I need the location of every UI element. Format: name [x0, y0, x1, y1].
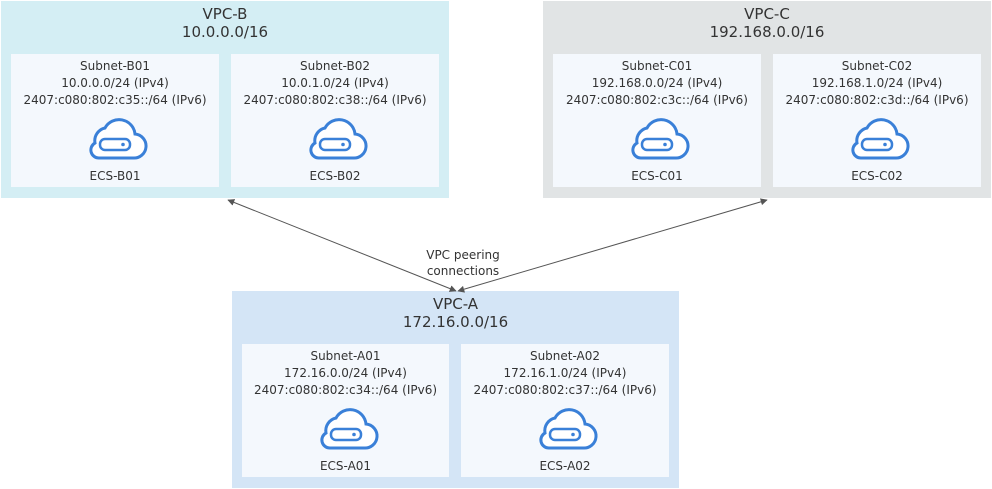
subnet-a02: Subnet-A02 172.16.1.0/24 (IPv4) 2407:c08… [461, 344, 669, 477]
subnet-ipv6: 2407:c080:802:c38::/64 (IPv6) [243, 93, 427, 107]
vpc-a-container: VPC-A 172.16.0.0/16 Subnet-A01 172.16.0.… [232, 291, 679, 488]
subnet-ipv4: 172.16.1.0/24 (IPv4) [503, 366, 627, 380]
ecs-label: ECS-A01 [319, 459, 372, 473]
subnet-ipv4: 10.0.1.0/24 (IPv4) [281, 76, 389, 90]
subnet-ipv4: 10.0.0.0/24 (IPv4) [61, 76, 169, 90]
subnet-name: Subnet-B01 [80, 59, 150, 73]
ecs-label: ECS-A02 [539, 459, 591, 473]
vpc-b-cidr: 10.0.0.0/16 [181, 23, 269, 41]
subnet-ipv6: 2407:c080:802:c3d::/64 (IPv6) [785, 93, 969, 107]
peering-label-line1: VPC peering [426, 248, 500, 262]
peering-label-line2: connections [426, 264, 500, 278]
vpc-c-container: VPC-C 192.168.0.0/16 Subnet-C01 192.168.… [543, 1, 991, 198]
subnet-name: Subnet-A01 [310, 349, 381, 363]
vpc-b-title: VPC-B [202, 5, 248, 23]
peering-label: VPC peering connections [412, 247, 514, 279]
subnet-ipv4: 172.16.0.0/24 (IPv4) [284, 366, 407, 380]
ecs-label: ECS-B01 [89, 169, 141, 183]
subnet-c01: Subnet-C01 192.168.0.0/24 (IPv4) 2407:c0… [553, 54, 761, 187]
subnet-ipv4: 192.168.0.0/24 (IPv4) [591, 76, 723, 90]
vpc-c-cidr: 192.168.0.0/16 [709, 23, 825, 41]
subnet-name: Subnet-C02 [841, 59, 913, 73]
subnet-ipv6: 2407:c080:802:c3c::/64 (IPv6) [566, 93, 748, 107]
subnet-ipv4: 192.168.1.0/24 (IPv4) [811, 76, 943, 90]
subnet-a01: Subnet-A01 172.16.0.0/24 (IPv4) 2407:c08… [242, 344, 449, 477]
subnet-b02: Subnet-B02 10.0.1.0/24 (IPv4) 2407:c080:… [231, 54, 439, 187]
subnet-ipv6: 2407:c080:802:c34::/64 (IPv6) [253, 383, 438, 397]
vpc-a-title: VPC-A [432, 295, 479, 313]
ecs-label: ECS-B02 [309, 169, 361, 183]
cloud-server-icon [89, 118, 148, 160]
subnet-name: Subnet-A02 [529, 349, 601, 363]
subnet-ipv6: 2407:c080:802:c37::/64 (IPv6) [473, 383, 657, 397]
vpc-a-cidr: 172.16.0.0/16 [402, 313, 509, 331]
subnet-ipv6: 2407:c080:802:c35::/64 (IPv6) [23, 93, 207, 107]
cloud-server-icon [539, 408, 598, 450]
subnet-name: Subnet-C01 [621, 59, 693, 73]
cloud-server-icon [851, 118, 910, 160]
vpc-c-title: VPC-C [744, 5, 790, 23]
subnet-name: Subnet-B02 [300, 59, 370, 73]
subnet-b01: Subnet-B01 10.0.0.0/24 (IPv4) 2407:c080:… [11, 54, 219, 187]
cloud-server-icon [309, 118, 368, 160]
cloud-server-icon [631, 118, 690, 160]
ecs-label: ECS-C02 [851, 169, 903, 183]
ecs-label: ECS-C01 [631, 169, 683, 183]
vpc-b-container: VPC-B 10.0.0.0/16 Subnet-B01 10.0.0.0/24… [1, 1, 449, 198]
cloud-server-icon [319, 408, 378, 450]
subnet-c02: Subnet-C02 192.168.1.0/24 (IPv4) 2407:c0… [773, 54, 981, 187]
